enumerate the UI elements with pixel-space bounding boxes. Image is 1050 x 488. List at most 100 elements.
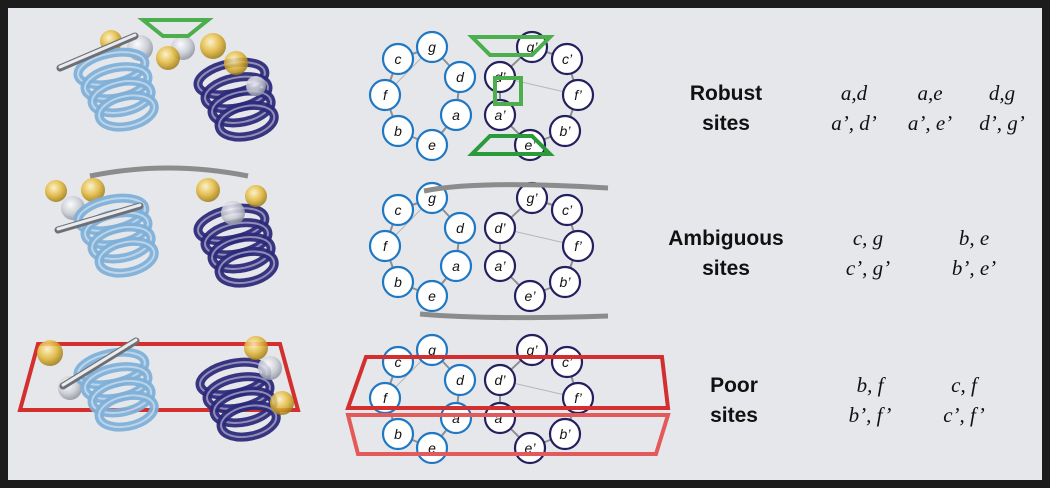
heptad-node-label: a (452, 107, 460, 123)
heptad-node-a (439, 98, 473, 132)
robust-pair-3-bottom: d’, g’ (979, 111, 1025, 135)
helix-coil-highlight (91, 380, 153, 414)
heptad-node-dp (483, 211, 517, 245)
helix-coil (207, 232, 276, 274)
ambiguous-bottom-bar (419, 311, 609, 321)
heptad-node-label: g (428, 190, 436, 206)
heptad-node-label: c’ (562, 354, 573, 370)
heptad-node-fp (561, 229, 595, 263)
robust-center-square (493, 76, 523, 106)
ambiguous-pair-2-bottom: b’, e’ (952, 256, 996, 280)
robust-pair-2-bottom: a’, e’ (908, 111, 952, 135)
heptad-node-ep (513, 279, 547, 313)
poor-pair-1-bottom: b’, f’ (849, 403, 892, 427)
heptad-node-label: b (394, 426, 402, 442)
robust-label-line1: Robust (690, 82, 762, 105)
figure-svg: cgfdabeg’c’d’f’a’e’b’cgfdabeg’c’d’f’a’e’… (17, 18, 1025, 465)
helix-coil-highlight (218, 104, 276, 139)
heptad-node-label: g’ (527, 342, 539, 358)
heptad-node-bp (548, 114, 582, 148)
ambiguous-pair-1-bottom: c’, g’ (846, 256, 890, 280)
helix-axis-rod-highlight (58, 33, 137, 69)
heptad-node-label: e’ (525, 440, 537, 456)
sidechain-sphere (224, 51, 248, 75)
heptad-node-label: a (452, 410, 460, 426)
heptad-node-d (443, 211, 477, 245)
robust-label-line2: sites (702, 112, 750, 135)
heptad-node-label: b’ (560, 426, 572, 442)
robust-pair-3-top: d,g (989, 81, 1015, 105)
sidechain-sphere (221, 201, 245, 225)
ambiguous-label-line2: sites (702, 257, 750, 280)
heptad-node-c (381, 345, 415, 379)
helix-coil (87, 222, 156, 264)
heptad-node-b (381, 417, 415, 451)
heptad-node-label: f (383, 390, 389, 406)
heptad-node-label: e’ (525, 137, 537, 153)
sidechain-sphere (258, 356, 282, 380)
heptad-node-cp (550, 345, 584, 379)
ambiguous-interface-bar (89, 165, 249, 179)
heptad-node-label: g’ (527, 190, 539, 206)
heptad-node-e (415, 128, 449, 162)
sidechain-sphere (200, 33, 226, 59)
heptad-node-label: g (428, 39, 436, 55)
poor-label-line1: Poor (710, 374, 758, 397)
heptad-node-label: b’ (560, 274, 572, 290)
sidechain-sphere (246, 76, 266, 96)
heptad-node-cp (550, 42, 584, 76)
sidechain-sphere (45, 180, 67, 202)
heptad-node-g (415, 30, 449, 64)
heptad-node-label: c’ (562, 51, 573, 67)
heptad-node-b (381, 265, 415, 299)
helix-coil-highlight (91, 226, 153, 260)
heptad-node-label: b (394, 274, 402, 290)
robust-pair-2-top: a,e (917, 81, 942, 105)
helix-coil-highlight (218, 250, 276, 285)
poor-bottom-box (345, 413, 671, 456)
helix-cartoons (17, 18, 301, 442)
heptad-node-bp (548, 417, 582, 451)
heptad-node-d (443, 60, 477, 94)
heptad-node-label: c (395, 354, 402, 370)
poor-top-box (345, 355, 671, 410)
poor-label-line2: sites (710, 404, 758, 427)
heptad-node-dp (483, 363, 517, 397)
helix-axis-rod-highlight (56, 203, 142, 231)
heptad-node-bp (548, 265, 582, 299)
row-ambiguous-labels: Ambiguous sites c, g c’, g’ b, e b’, e’ (668, 226, 996, 280)
ambiguous-pair-1-top: c, g (853, 226, 883, 250)
helix-coil-highlight (211, 90, 273, 124)
heptad-node-label: c (395, 51, 402, 67)
robust-interface-box (137, 18, 214, 38)
heptad-node-label: e’ (525, 288, 537, 304)
heptad-node-label: e (428, 137, 436, 153)
robust-pair-1-top: a,d (841, 81, 868, 105)
heptad-node-label: f (383, 87, 389, 103)
heptad-node-fp (561, 78, 595, 112)
helix-coil (214, 246, 279, 288)
heptad-node-label: b (394, 123, 402, 139)
robust-pair-1-bottom: a’, d’ (831, 111, 877, 135)
heptad-node-label: c’ (562, 202, 573, 218)
row-poor-labels: Poor sites b, f b’, f’ c, f c’, f’ (710, 373, 985, 427)
heptad-node-ap (483, 401, 517, 435)
heptad-node-label: f’ (574, 87, 582, 103)
heptad-node-a (439, 249, 473, 283)
sidechain-sphere (196, 178, 220, 202)
heptad-node-label: d (456, 220, 465, 236)
helix-coil (94, 236, 159, 278)
heptad-node-f (368, 78, 402, 112)
heptad-node-label: d (456, 69, 465, 85)
helix-coil (207, 86, 276, 128)
robust-top-trapezoid (467, 35, 555, 57)
heptad-node-label: d’ (495, 220, 507, 236)
heptad-node-label: e (428, 288, 436, 304)
heptad-node-label: d’ (495, 372, 507, 388)
sidechain-sphere (37, 340, 63, 366)
helix-coil (94, 390, 159, 432)
heptad-node-a (439, 401, 473, 435)
poor-pair-2-top: c, f (951, 373, 980, 397)
